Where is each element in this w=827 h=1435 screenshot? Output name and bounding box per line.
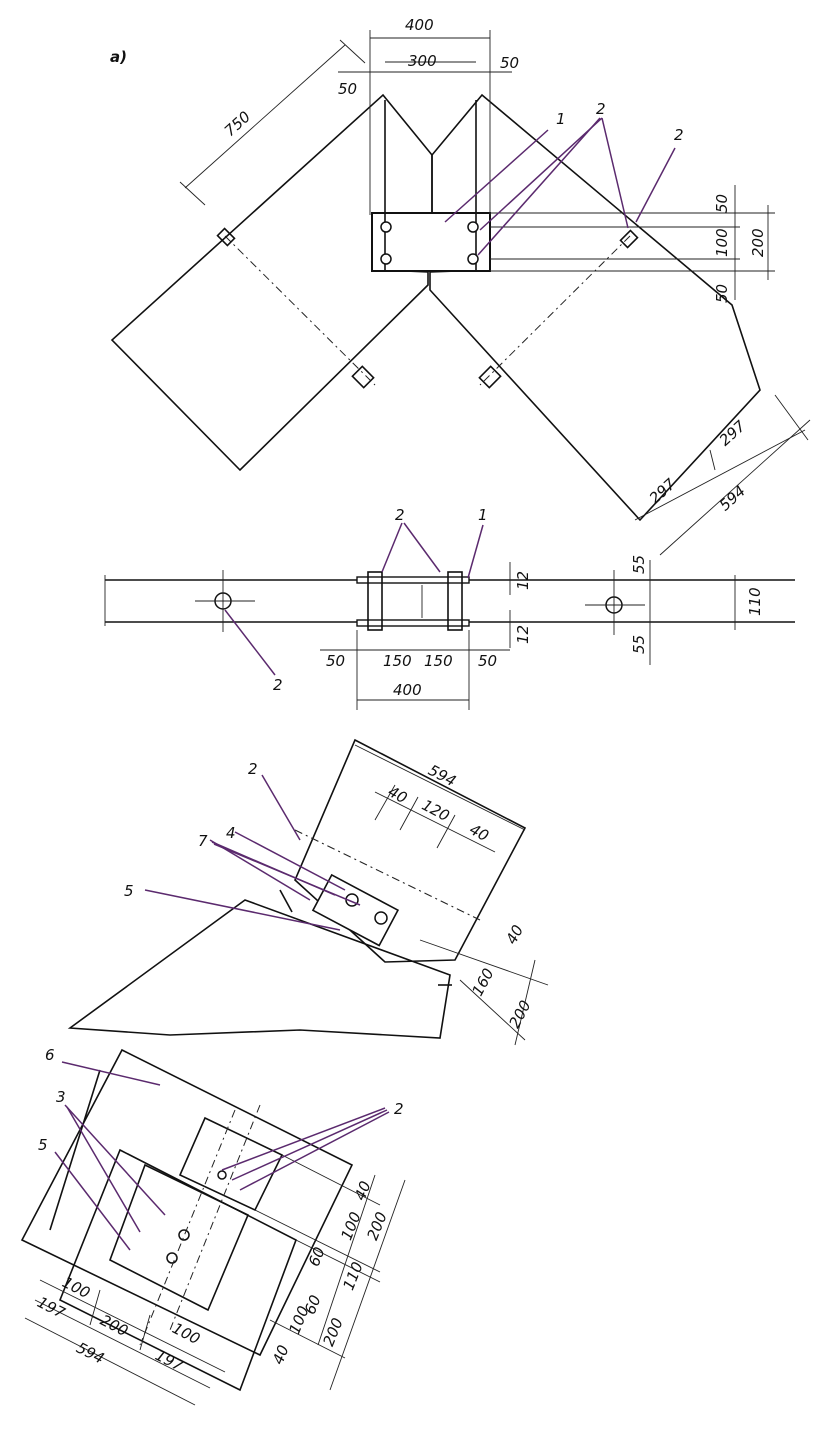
dim-50: 50 <box>338 80 357 98</box>
callout-5: 5 <box>124 882 134 900</box>
dim-12: 12 <box>514 571 532 590</box>
dim-150: 150 <box>424 652 453 670</box>
dim-110: 110 <box>746 587 764 616</box>
callout-2: 2 <box>674 126 684 144</box>
rafter <box>294 738 527 963</box>
dim-50: 50 <box>326 652 345 670</box>
dim-60: 60 <box>305 1245 329 1269</box>
dim-55: 55 <box>630 555 648 574</box>
dim-55: 55 <box>630 635 648 654</box>
bolt-hole <box>374 911 388 925</box>
steel-plate-top <box>356 576 470 584</box>
dim-200: 200 <box>363 1209 390 1242</box>
view-2-side-section: 12 12 55 55 110 50 150 150 50 400 2 1 2 <box>104 506 795 710</box>
dim-750: 750 <box>221 108 254 141</box>
dim-200: 200 <box>505 997 534 1031</box>
callout-7: 7 <box>198 832 208 850</box>
dim-150: 150 <box>383 652 412 670</box>
dim-200: 200 <box>97 1311 131 1340</box>
dim-50: 50 <box>713 284 731 303</box>
steel-plate-bottom <box>356 619 470 627</box>
bolt-hole <box>467 253 479 265</box>
dim-297: 297 <box>716 417 750 450</box>
dim-120: 120 <box>419 796 453 825</box>
bolt-hole <box>380 221 392 233</box>
dim-200: 200 <box>319 1315 346 1348</box>
dim-594: 594 <box>716 482 749 515</box>
steel-plate-4 <box>311 873 400 947</box>
dim-40: 40 <box>269 1343 293 1367</box>
callout-2: 2 <box>395 506 405 524</box>
right-rafter <box>429 93 761 522</box>
dim-297: 297 <box>646 475 680 508</box>
callout-5: 5 <box>38 1136 48 1154</box>
dim-110: 110 <box>339 1259 366 1292</box>
dim-40: 40 <box>466 820 491 845</box>
dim-400: 400 <box>405 16 434 34</box>
bolt-hole <box>217 1170 227 1180</box>
dim-300: 300 <box>408 52 437 70</box>
dim-100: 100 <box>713 228 731 257</box>
bolt-hole <box>166 1252 178 1264</box>
callout-6: 6 <box>45 1046 55 1064</box>
beam-outline-6 <box>20 1048 354 1357</box>
dim-50: 50 <box>500 54 519 72</box>
dim-197: 197 <box>34 1293 68 1322</box>
dim-100: 100 <box>337 1209 364 1242</box>
plate-5 <box>109 1163 250 1312</box>
dim-60: 60 <box>301 1293 325 1317</box>
callout-2: 2 <box>248 760 258 778</box>
callout-4: 4 <box>226 824 236 842</box>
callout-1: 1 <box>556 110 566 128</box>
dim-40: 40 <box>351 1179 375 1203</box>
bolt-hole <box>380 253 392 265</box>
dim-50: 50 <box>478 652 497 670</box>
dim-100: 100 <box>169 1319 203 1348</box>
bolt-hole <box>178 1229 190 1241</box>
dim-400: 400 <box>393 681 422 699</box>
view-3-rafter-on-beam: 594 40 120 40 40 160 200 2 7 4 5 <box>67 738 549 1046</box>
callout-1: 1 <box>478 506 488 524</box>
callout-2: 2 <box>394 1100 404 1118</box>
callout-2: 2 <box>596 100 606 118</box>
bolt-hole <box>467 221 479 233</box>
dim-40: 40 <box>502 922 527 947</box>
view-1-ridge-joint: а) 400 300 50 50 750 <box>110 16 811 556</box>
panel-label: а) <box>110 48 127 66</box>
callout-3: 3 <box>56 1088 66 1106</box>
dim-40: 40 <box>385 782 410 807</box>
support-beam <box>67 899 451 1039</box>
dim-50: 50 <box>713 194 731 213</box>
dim-12: 12 <box>514 625 532 644</box>
view-4-plate-plan: 40 100 200 60 110 100 60 200 40 100 197 … <box>20 1046 406 1406</box>
dim-160: 160 <box>468 965 497 999</box>
dim-200: 200 <box>749 228 767 257</box>
dim-594: 594 <box>73 1339 107 1368</box>
callout-2: 2 <box>273 676 283 694</box>
